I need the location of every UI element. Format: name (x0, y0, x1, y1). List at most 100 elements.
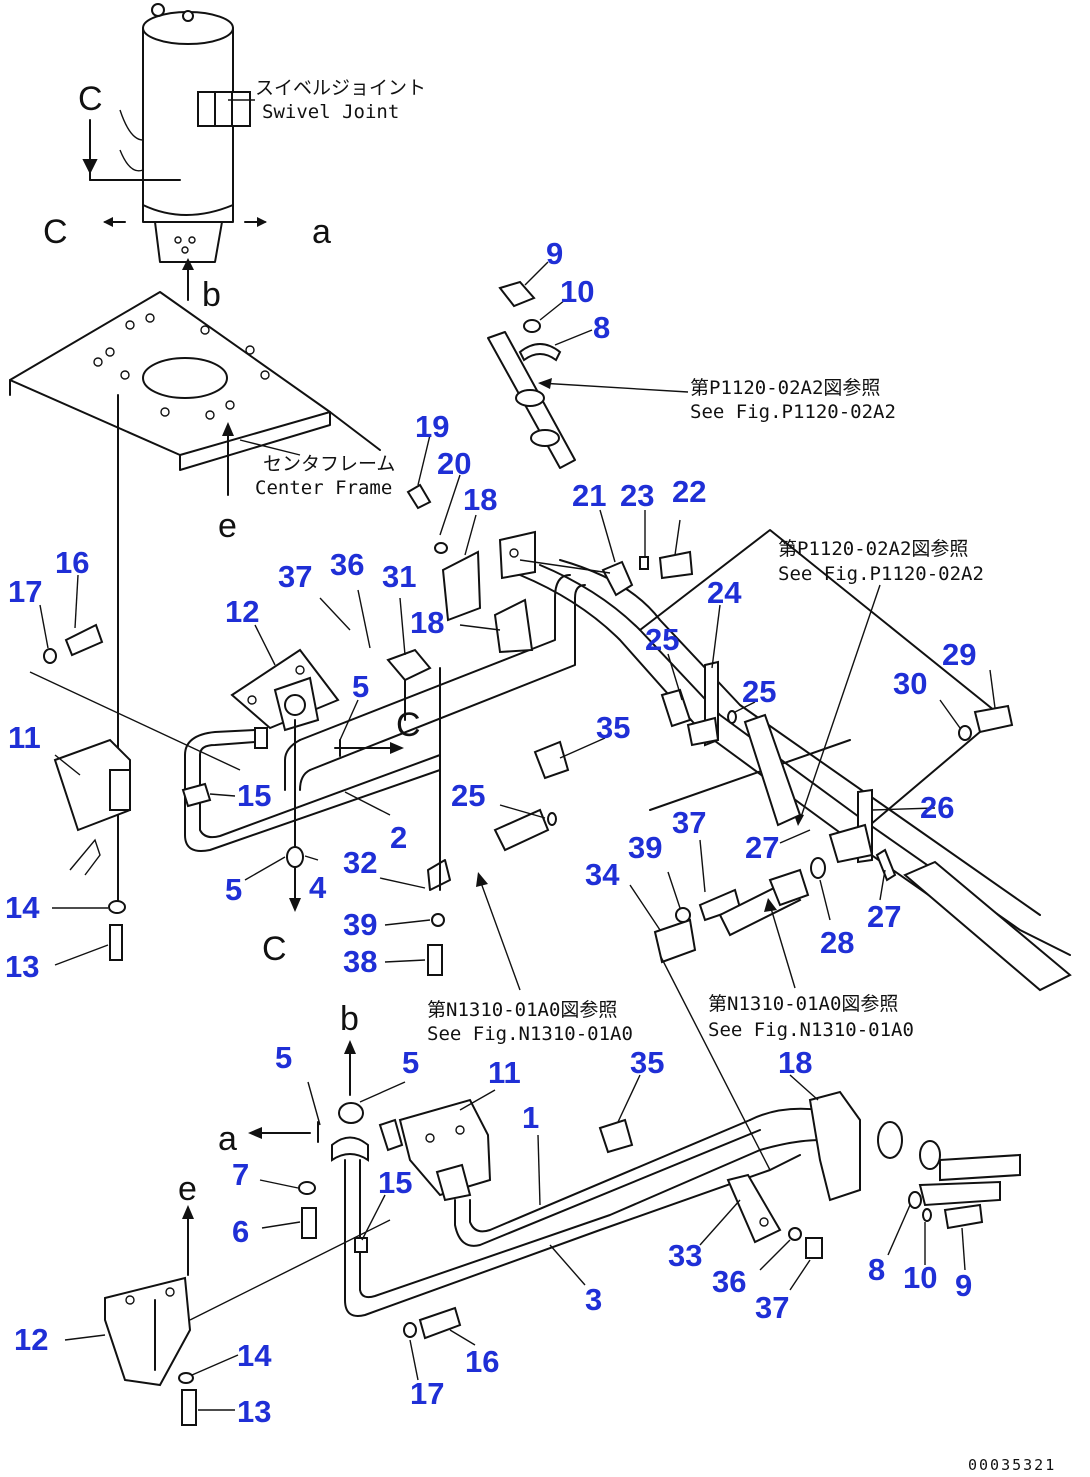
callout-25: 25 (742, 674, 776, 709)
callout-28: 28 (820, 925, 854, 960)
bolt-6-7 (298, 1181, 317, 1239)
callout-29: 29 (942, 637, 976, 672)
ref-note-n1310-en: See Fig.N1310-01A0 (427, 1023, 633, 1045)
callout-17: 17 (410, 1376, 444, 1411)
swivel-joint (119, 3, 251, 263)
bracket-12-upper (230, 648, 340, 749)
callout-15: 15 (237, 778, 271, 813)
arrow-label-e: e (218, 507, 237, 545)
bracket-12-lower (104, 1219, 391, 1426)
callout-32: 32 (343, 845, 377, 880)
lower-junction-block (331, 1098, 492, 1202)
callout-5: 5 (402, 1045, 419, 1080)
bolt-16-17-upper (29, 623, 241, 771)
ref-note-n1310-2-en: See Fig.N1310-01A0 (708, 1019, 914, 1041)
callout-22: 22 (672, 474, 706, 509)
callout-10: 10 (903, 1260, 937, 1295)
callout-23: 23 (620, 478, 654, 513)
callout-30: 30 (893, 666, 927, 701)
callout-24: 24 (707, 575, 742, 610)
bracket-33 (726, 1173, 823, 1259)
callout-25: 25 (451, 778, 485, 813)
callout-25: 25 (645, 622, 679, 657)
callout-9: 9 (955, 1268, 972, 1303)
callout-16: 16 (55, 545, 89, 580)
bracket-18-lower (808, 1090, 1021, 1230)
callout-10: 10 (560, 274, 594, 309)
callout-31: 31 (382, 559, 416, 594)
bolt-16-17-lower (354, 1237, 462, 1340)
callout-39: 39 (628, 830, 662, 865)
arrow-label-a: a (312, 213, 331, 251)
callout-38: 38 (343, 944, 377, 979)
swivel-joint-en-label: Swivel Joint (262, 101, 399, 123)
callout-5: 5 (225, 872, 242, 907)
callout-18: 18 (463, 482, 497, 517)
clamp-group-upper (487, 280, 576, 469)
pipe-to-right (519, 529, 1071, 976)
callout-14: 14 (5, 890, 40, 925)
ref-note-n1310-2-jp: 第N1310-01A0図参照 (708, 993, 898, 1015)
drawing-code: 00035321 (968, 1456, 1056, 1474)
ref-note-p1120-2-jp: 第P1120-02A2図参照 (778, 538, 968, 560)
callout-12: 12 (225, 594, 259, 629)
center-frame-jp-label: センタフレーム (263, 453, 395, 475)
callout-9: 9 (546, 236, 563, 271)
callout-13: 13 (237, 1394, 271, 1429)
callout-3: 3 (585, 1282, 602, 1317)
callout-16: 16 (465, 1344, 499, 1379)
callout-1: 1 (522, 1100, 539, 1135)
bracket-24-26 (686, 660, 1014, 864)
arrow-label-a: a (218, 1120, 237, 1158)
callout-18: 18 (778, 1045, 812, 1080)
callout-27: 27 (745, 830, 779, 865)
ref-note-n1310-jp: 第N1310-01A0図参照 (427, 999, 617, 1021)
fitting-group-34-37-39 (653, 868, 810, 1171)
callout-12: 12 (14, 1322, 48, 1357)
ref-note-p1120-2-en: See Fig.P1120-02A2 (778, 563, 984, 585)
pipe-2 (284, 574, 586, 791)
callouts: 9 10 8 19 20 18 21 23 22 16 17 37 36 31 … (5, 236, 976, 1429)
callout-37: 37 (755, 1290, 789, 1325)
ref-note-p1120-en: See Fig.P1120-02A2 (690, 401, 896, 423)
callout-18: 18 (410, 605, 444, 640)
callout-11: 11 (8, 720, 41, 755)
callout-5: 5 (352, 669, 369, 704)
callout-5: 5 (275, 1040, 292, 1075)
callout-36: 36 (712, 1264, 746, 1299)
callout-8: 8 (868, 1252, 885, 1287)
callout-20: 20 (437, 446, 471, 481)
callout-11: 11 (488, 1055, 521, 1090)
callout-2: 2 (390, 820, 407, 855)
arrow-label-b: b (202, 276, 221, 314)
callout-4: 4 (309, 870, 327, 905)
bracket-18-upper (406, 483, 536, 654)
clamp-35-lower (598, 1118, 634, 1154)
hose-fittings-right (493, 688, 1072, 992)
callout-35: 35 (596, 710, 630, 745)
callout-37: 37 (278, 559, 312, 594)
section-arrows-top (82, 119, 267, 301)
callout-39: 39 (343, 907, 377, 942)
callout-27: 27 (867, 899, 901, 934)
callout-13: 13 (5, 949, 39, 984)
callout-14: 14 (237, 1338, 272, 1373)
bolt-group-21-22-23 (519, 550, 694, 597)
lower-section-arrows (182, 1040, 356, 1276)
callout-37: 37 (672, 805, 706, 840)
callout-19: 19 (415, 409, 449, 444)
center-frame (9, 291, 381, 471)
callout-21: 21 (572, 478, 606, 513)
callout-26: 26 (920, 790, 954, 825)
arrow-label-e: e (178, 1170, 197, 1208)
callout-35: 35 (630, 1045, 664, 1080)
arrow-label-c: C (43, 213, 68, 251)
callout-7: 7 (232, 1157, 249, 1192)
bracket-11-upper (53, 394, 212, 961)
leader-lines (39, 261, 996, 1411)
callout-6: 6 (232, 1214, 249, 1249)
bracket-31-32 (386, 648, 570, 976)
ref-note-p1120-jp: 第P1120-02A2図参照 (690, 377, 880, 399)
center-frame-en-label: Center Frame (255, 477, 392, 499)
